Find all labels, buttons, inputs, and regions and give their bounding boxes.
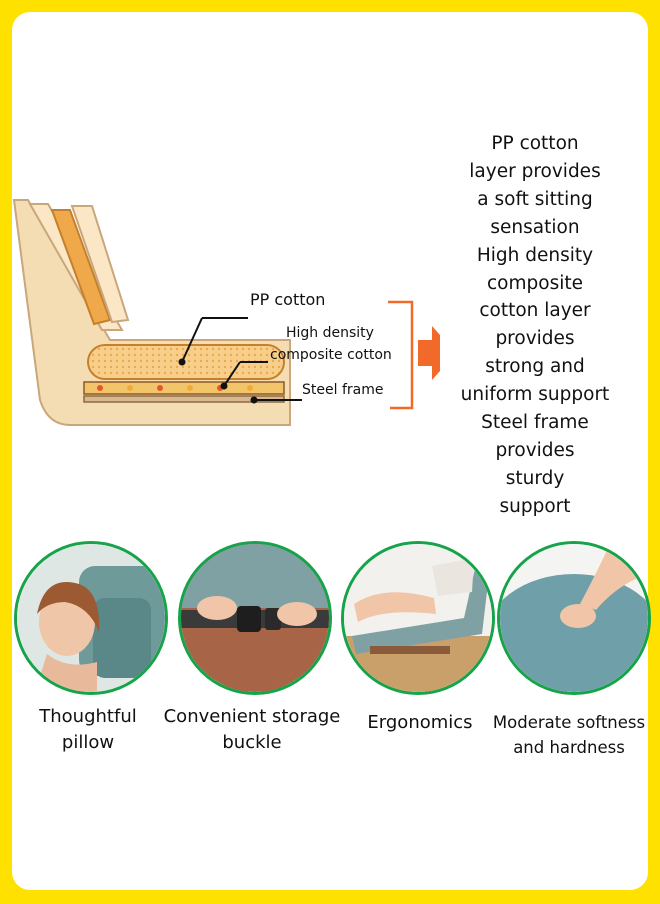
caption-line: Convenient storage xyxy=(163,706,341,727)
buckle-photo-icon xyxy=(178,541,332,695)
high-density-label-line2: composite cotton xyxy=(270,347,392,363)
ergonomics-photo-icon xyxy=(341,541,495,695)
description-line: strong and xyxy=(485,356,585,378)
description-line: layer provides xyxy=(469,160,601,182)
description-line: uniform support xyxy=(460,384,610,406)
feature-caption-buckle: Convenient storage buckle xyxy=(152,704,352,756)
caption-line: Thoughtful xyxy=(39,706,137,727)
caption-line: buckle xyxy=(222,732,282,753)
composite-cotton-layer xyxy=(83,381,285,395)
feature-caption-softness: Moderate softness and hardness xyxy=(484,710,654,760)
caption-line: Moderate softness xyxy=(492,713,646,732)
steel-frame-label: Steel frame xyxy=(302,382,384,398)
description-line: provides xyxy=(495,439,575,461)
content-panel xyxy=(12,12,648,890)
orange-arrow xyxy=(418,326,440,380)
high-density-label-line1: High density xyxy=(286,325,374,341)
backrest-pad xyxy=(70,205,130,324)
description-line: support xyxy=(499,495,571,517)
caption-line: pillow xyxy=(61,732,115,753)
feature-caption-ergonomics: Ergonomics xyxy=(356,710,484,736)
pp-cotton-label: PP cotton xyxy=(250,290,326,309)
cushion-cross-section-diagram xyxy=(12,199,440,426)
caption-line: and hardness xyxy=(513,738,625,757)
description-line: cotton layer xyxy=(479,300,591,322)
backrest-pp-cotton xyxy=(50,209,112,326)
caption-line: Ergonomics xyxy=(367,712,473,733)
description-line: sensation xyxy=(490,216,580,238)
softness-photo-icon xyxy=(497,541,651,695)
description-line: a soft sitting xyxy=(477,188,593,210)
description-line: High density xyxy=(476,244,594,266)
orange-bracket xyxy=(388,300,414,410)
description-line: composite xyxy=(487,272,583,294)
description-line: PP cotton xyxy=(491,133,579,154)
feature-caption-pillow: Thoughtful pillow xyxy=(18,704,158,756)
pillow-photo-icon xyxy=(14,541,168,695)
description-line: provides xyxy=(495,328,575,350)
description-block: PP cotton layer provides a soft sitting … xyxy=(440,130,630,521)
description-line: Steel frame xyxy=(481,412,589,434)
description-line: sturdy xyxy=(505,467,565,489)
